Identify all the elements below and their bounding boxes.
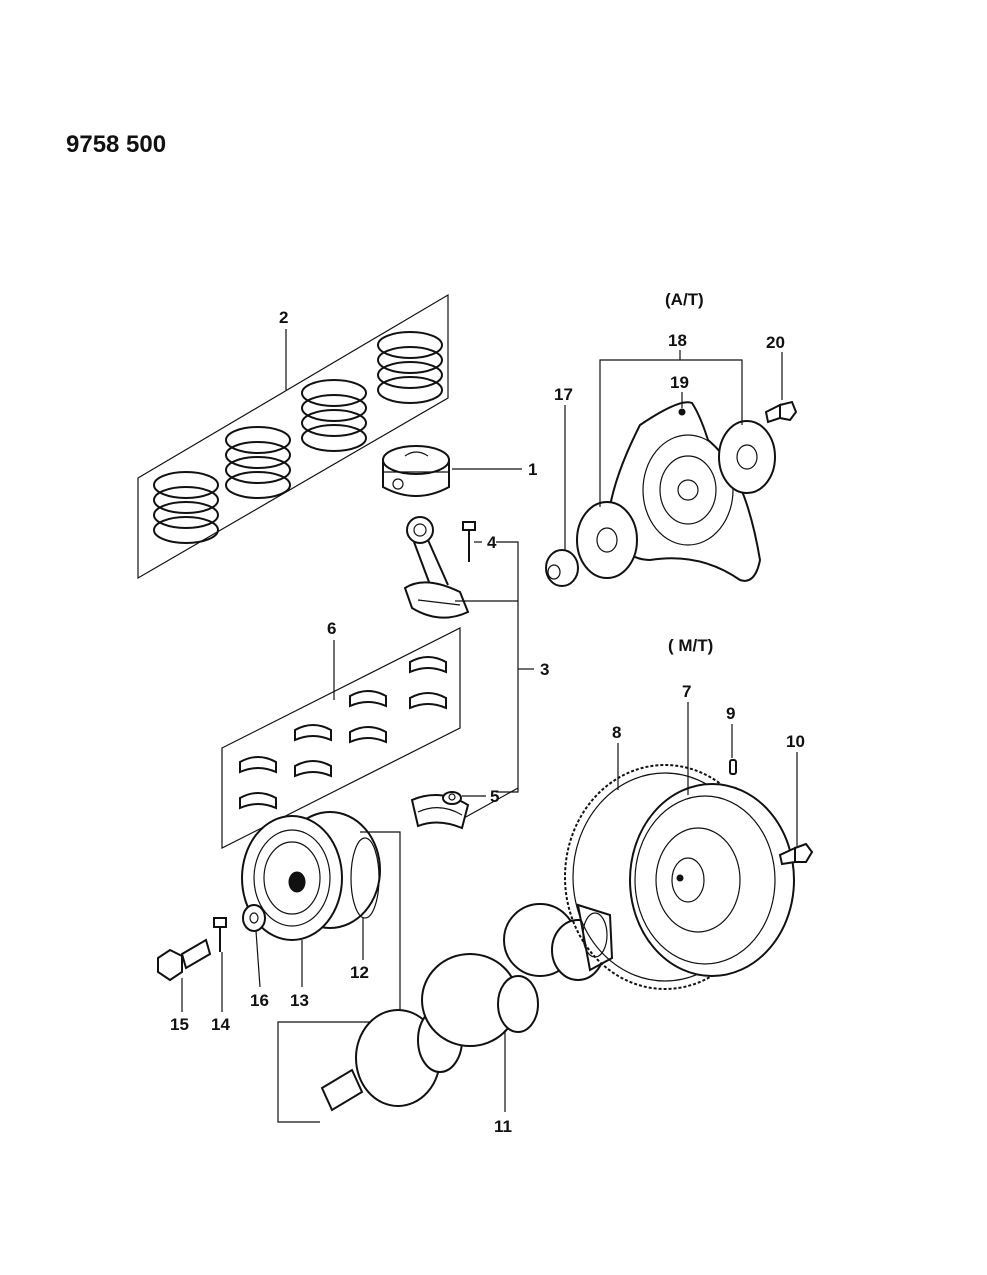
bearing-shells [239,656,447,810]
crankshaft-pulley [241,811,381,941]
flywheel [629,783,795,977]
callout-1: 1 [528,460,537,479]
callout-11: 11 [494,1117,512,1136]
bearing-set-panel [221,627,461,849]
callout-6: 6 [327,619,336,638]
connecting-rod [403,516,470,619]
callout-8: 8 [612,723,621,742]
piston-ring-set-panel [137,293,449,580]
callout-4: 4 [487,533,497,552]
callout-5: 5 [490,787,499,806]
pulley-main-bolt [157,938,212,982]
piston-ring-stack-1 [153,471,219,544]
pulley-spacer [350,837,380,919]
crankshaft [320,903,614,1112]
piston [382,445,450,497]
piston-ring-stack-4 [377,331,443,404]
pulley-small-bolt [213,917,227,952]
drive-plate-bolt [764,400,798,424]
callout-13: 13 [290,991,309,1010]
callout-12: 12 [350,963,369,982]
callout-3: 3 [540,660,549,679]
automatic-transmission-label: (A/T) [665,290,704,309]
callout-9: 9 [726,704,735,723]
drive-plate-adapter-rear [718,420,776,494]
callout-14: 14 [211,1015,230,1034]
callout-7: 7 [682,682,691,701]
manual-transmission-label: ( M/T) [668,636,713,655]
connecting-rod-bolt [462,521,476,562]
drive-plate-bushing [545,549,579,587]
drive-plate-adapter-front [576,501,638,579]
callout-16: 16 [250,991,269,1010]
piston-ring-stack-3 [301,379,367,452]
flywheel-bolt [778,842,814,866]
flywheel-dowel-pin [729,759,737,775]
callout-10: 10 [786,732,805,751]
document-number: 9758 500 [66,131,166,158]
leader-lines [181,329,798,1112]
callout-17: 17 [554,385,573,404]
callout-18: 18 [668,331,687,350]
callout-20: 20 [766,333,785,352]
pulley-group-bracket [277,831,401,1123]
callout-2: 2 [279,308,288,327]
piston-ring-stack-2 [225,426,291,499]
pulley-washer [242,904,266,932]
connecting-rod-nut [442,791,462,805]
callout-labels: 1 2 3 4 5 6 7 8 9 10 11 12 13 14 15 16 1… [170,308,805,1136]
callout-19: 19 [670,373,689,392]
callout-15: 15 [170,1015,189,1034]
